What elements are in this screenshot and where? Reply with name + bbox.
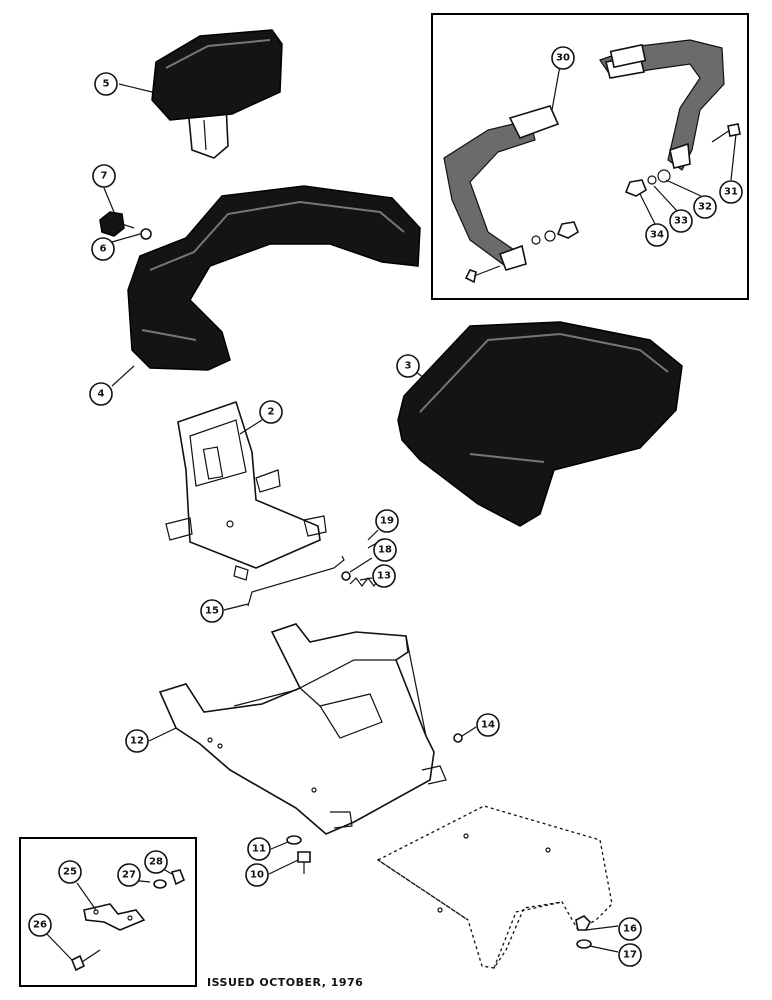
callout-3-label: 3 <box>405 361 412 372</box>
callout-6: 6 <box>91 237 115 261</box>
callout-14: 14 <box>476 713 500 737</box>
callout-30-label: 30 <box>556 53 570 64</box>
callout-7-label: 7 <box>101 171 108 182</box>
callout-17: 17 <box>618 943 642 967</box>
callout-7: 7 <box>92 164 116 188</box>
callout-4-label: 4 <box>98 389 105 400</box>
callout-16: 16 <box>618 917 642 941</box>
leader-lines <box>43 59 737 961</box>
callout-15-label: 15 <box>205 606 219 617</box>
callout-12: 12 <box>125 729 149 753</box>
callout-19-label: 19 <box>380 516 394 527</box>
callout-25-label: 25 <box>63 867 77 878</box>
callout-6-label: 6 <box>100 244 107 255</box>
callout-28: 28 <box>144 850 168 874</box>
callout-17-label: 17 <box>623 950 637 961</box>
seat-cushion <box>397 321 683 527</box>
seat-base-frame <box>158 623 447 835</box>
back-support-bracket <box>165 400 327 581</box>
rod <box>247 555 345 607</box>
callout-33-label: 33 <box>674 216 688 227</box>
callout-19: 19 <box>375 509 399 533</box>
callout-31: 31 <box>719 180 743 204</box>
bolt <box>297 851 311 874</box>
callout-30: 30 <box>551 46 575 70</box>
spring <box>349 577 379 588</box>
washer <box>286 835 302 845</box>
callout-5-label: 5 <box>103 79 110 90</box>
callout-15: 15 <box>200 599 224 623</box>
headrest-pad <box>151 29 283 159</box>
callout-14-label: 14 <box>481 720 495 731</box>
callout-10: 10 <box>245 863 269 887</box>
callout-32-label: 32 <box>698 202 712 213</box>
ball <box>453 733 463 743</box>
back-cushion <box>127 185 421 371</box>
callout-13: 13 <box>372 564 396 588</box>
washer <box>140 228 152 240</box>
callout-18-label: 18 <box>378 545 392 556</box>
callout-16-label: 16 <box>623 924 637 935</box>
callout-11: 11 <box>247 837 271 861</box>
callout-32: 32 <box>693 195 717 219</box>
callout-13-label: 13 <box>377 571 391 582</box>
callout-18: 18 <box>373 538 397 562</box>
callout-2: 2 <box>259 400 283 424</box>
washer <box>576 939 592 949</box>
callout-10-label: 10 <box>250 870 264 881</box>
callout-4: 4 <box>89 382 113 406</box>
seat-belt-assembly <box>443 39 741 284</box>
nut <box>341 571 351 581</box>
callout-26: 26 <box>28 913 52 937</box>
nut <box>575 915 591 931</box>
callout-27-label: 27 <box>122 870 136 881</box>
callout-5: 5 <box>94 72 118 96</box>
callout-34: 34 <box>645 223 669 247</box>
callout-26-label: 26 <box>33 920 47 931</box>
callout-33: 33 <box>669 209 693 233</box>
callout-34-label: 34 <box>650 230 664 241</box>
issue-date-caption: ISSUED OCTOBER, 1976 <box>207 976 364 989</box>
bracket-kit <box>70 869 186 972</box>
callout-3: 3 <box>396 354 420 378</box>
mounting-plate-outline <box>376 805 613 969</box>
adjusting-knob <box>99 211 135 237</box>
callout-27: 27 <box>117 863 141 887</box>
callout-25: 25 <box>58 860 82 884</box>
callout-2-label: 2 <box>268 407 275 418</box>
callout-28-label: 28 <box>149 857 163 868</box>
callout-31-label: 31 <box>724 187 738 198</box>
callout-11-label: 11 <box>252 844 266 855</box>
callout-12-label: 12 <box>130 736 144 747</box>
